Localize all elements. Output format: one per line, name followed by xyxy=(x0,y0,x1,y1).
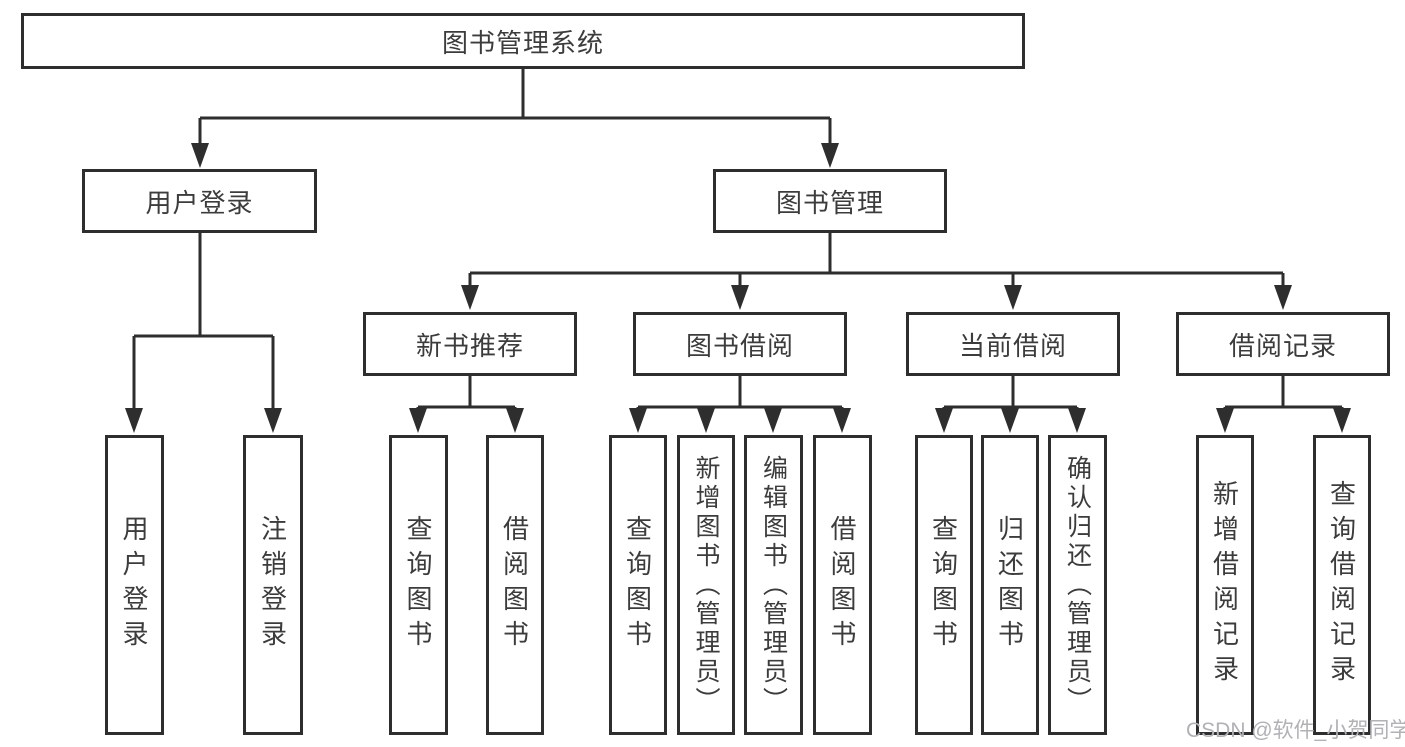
node-user-login: 用户登录 xyxy=(82,169,317,233)
node-new-book-recommend: 新书推荐 xyxy=(363,312,577,376)
leaf-confirm-return-admin: 确认归还（管理员） xyxy=(1048,435,1107,735)
node-book-borrow: 图书借阅 xyxy=(633,312,847,376)
leaf-logout: 注销登录 xyxy=(243,435,303,735)
leaf-add-books-admin: 新增图书（管理员） xyxy=(677,435,735,735)
node-book-management: 图书管理 xyxy=(713,169,947,233)
node-current-borrow: 当前借阅 xyxy=(906,312,1120,376)
leaf-borrow-books-recommend: 借阅图书 xyxy=(486,435,544,735)
leaf-query-borrow-record: 查询借阅记录 xyxy=(1313,435,1371,735)
node-borrow-records: 借阅记录 xyxy=(1176,312,1390,376)
leaf-borrow-books: 借阅图书 xyxy=(813,435,872,735)
leaf-edit-books-admin: 编辑图书（管理员） xyxy=(744,435,803,735)
leaf-query-books-current: 查询图书 xyxy=(915,435,973,735)
leaf-return-books: 归还图书 xyxy=(981,435,1039,735)
leaf-user-login: 用户登录 xyxy=(105,435,164,735)
node-system-root: 图书管理系统 xyxy=(21,13,1025,69)
leaf-query-books-borrow: 查询图书 xyxy=(609,435,667,735)
leaf-add-borrow-record: 新增借阅记录 xyxy=(1196,435,1254,735)
leaf-query-books-recommend: 查询图书 xyxy=(389,435,448,735)
csdn-watermark: CSDN @软件_小贺同学 xyxy=(1186,719,1405,742)
